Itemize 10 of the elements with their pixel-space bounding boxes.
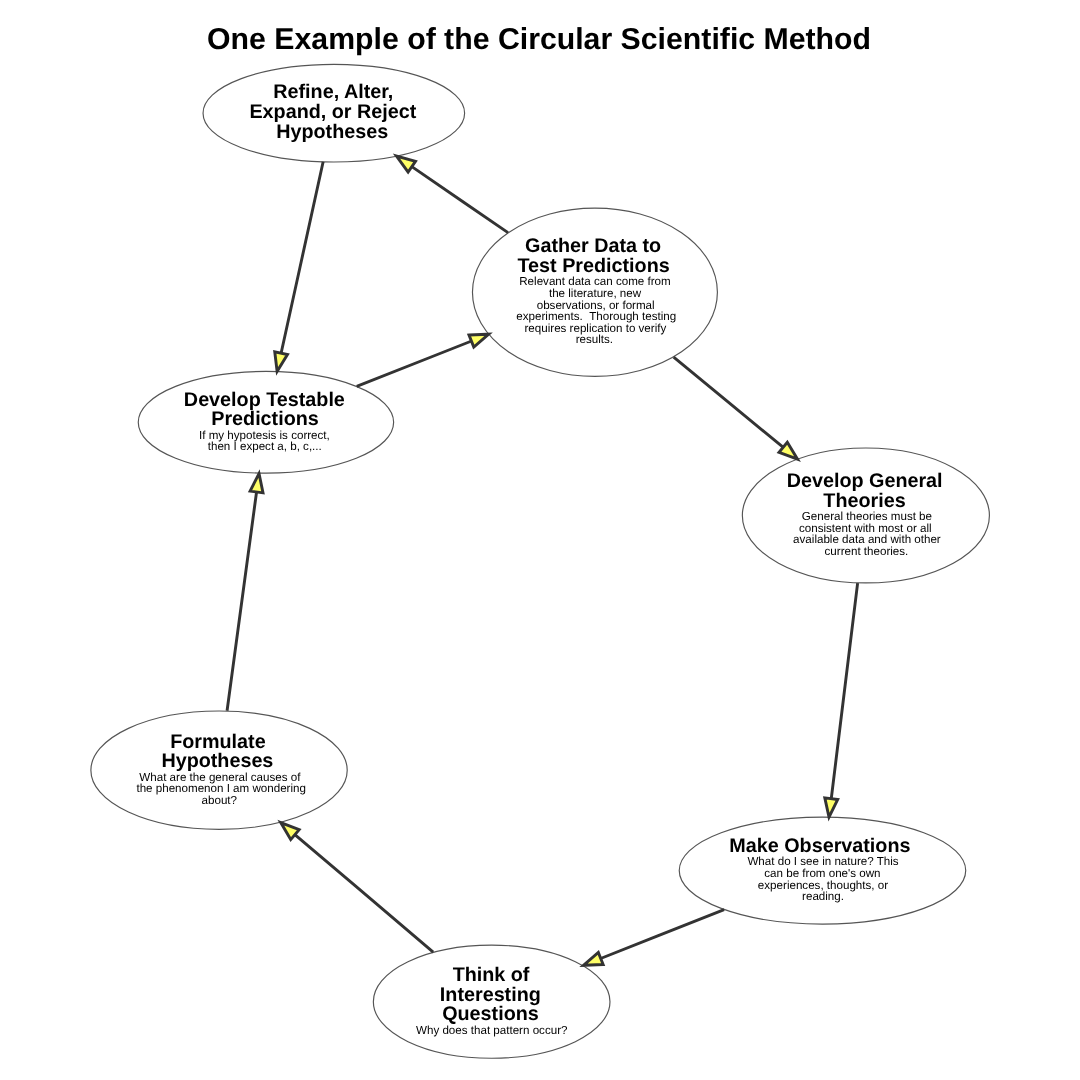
node-ellipse: Refine, Alter, Expand, or Reject Hypotheses [202, 63, 466, 163]
diagram-title: One Example of the Circular Scientific Method [207, 23, 872, 58]
arrow [277, 819, 435, 954]
arrow [822, 582, 860, 822]
arrow [356, 332, 493, 388]
arrow [579, 908, 725, 967]
arrow [392, 153, 509, 234]
arrow [273, 161, 325, 376]
arrow [672, 356, 801, 462]
arrow [225, 469, 265, 711]
